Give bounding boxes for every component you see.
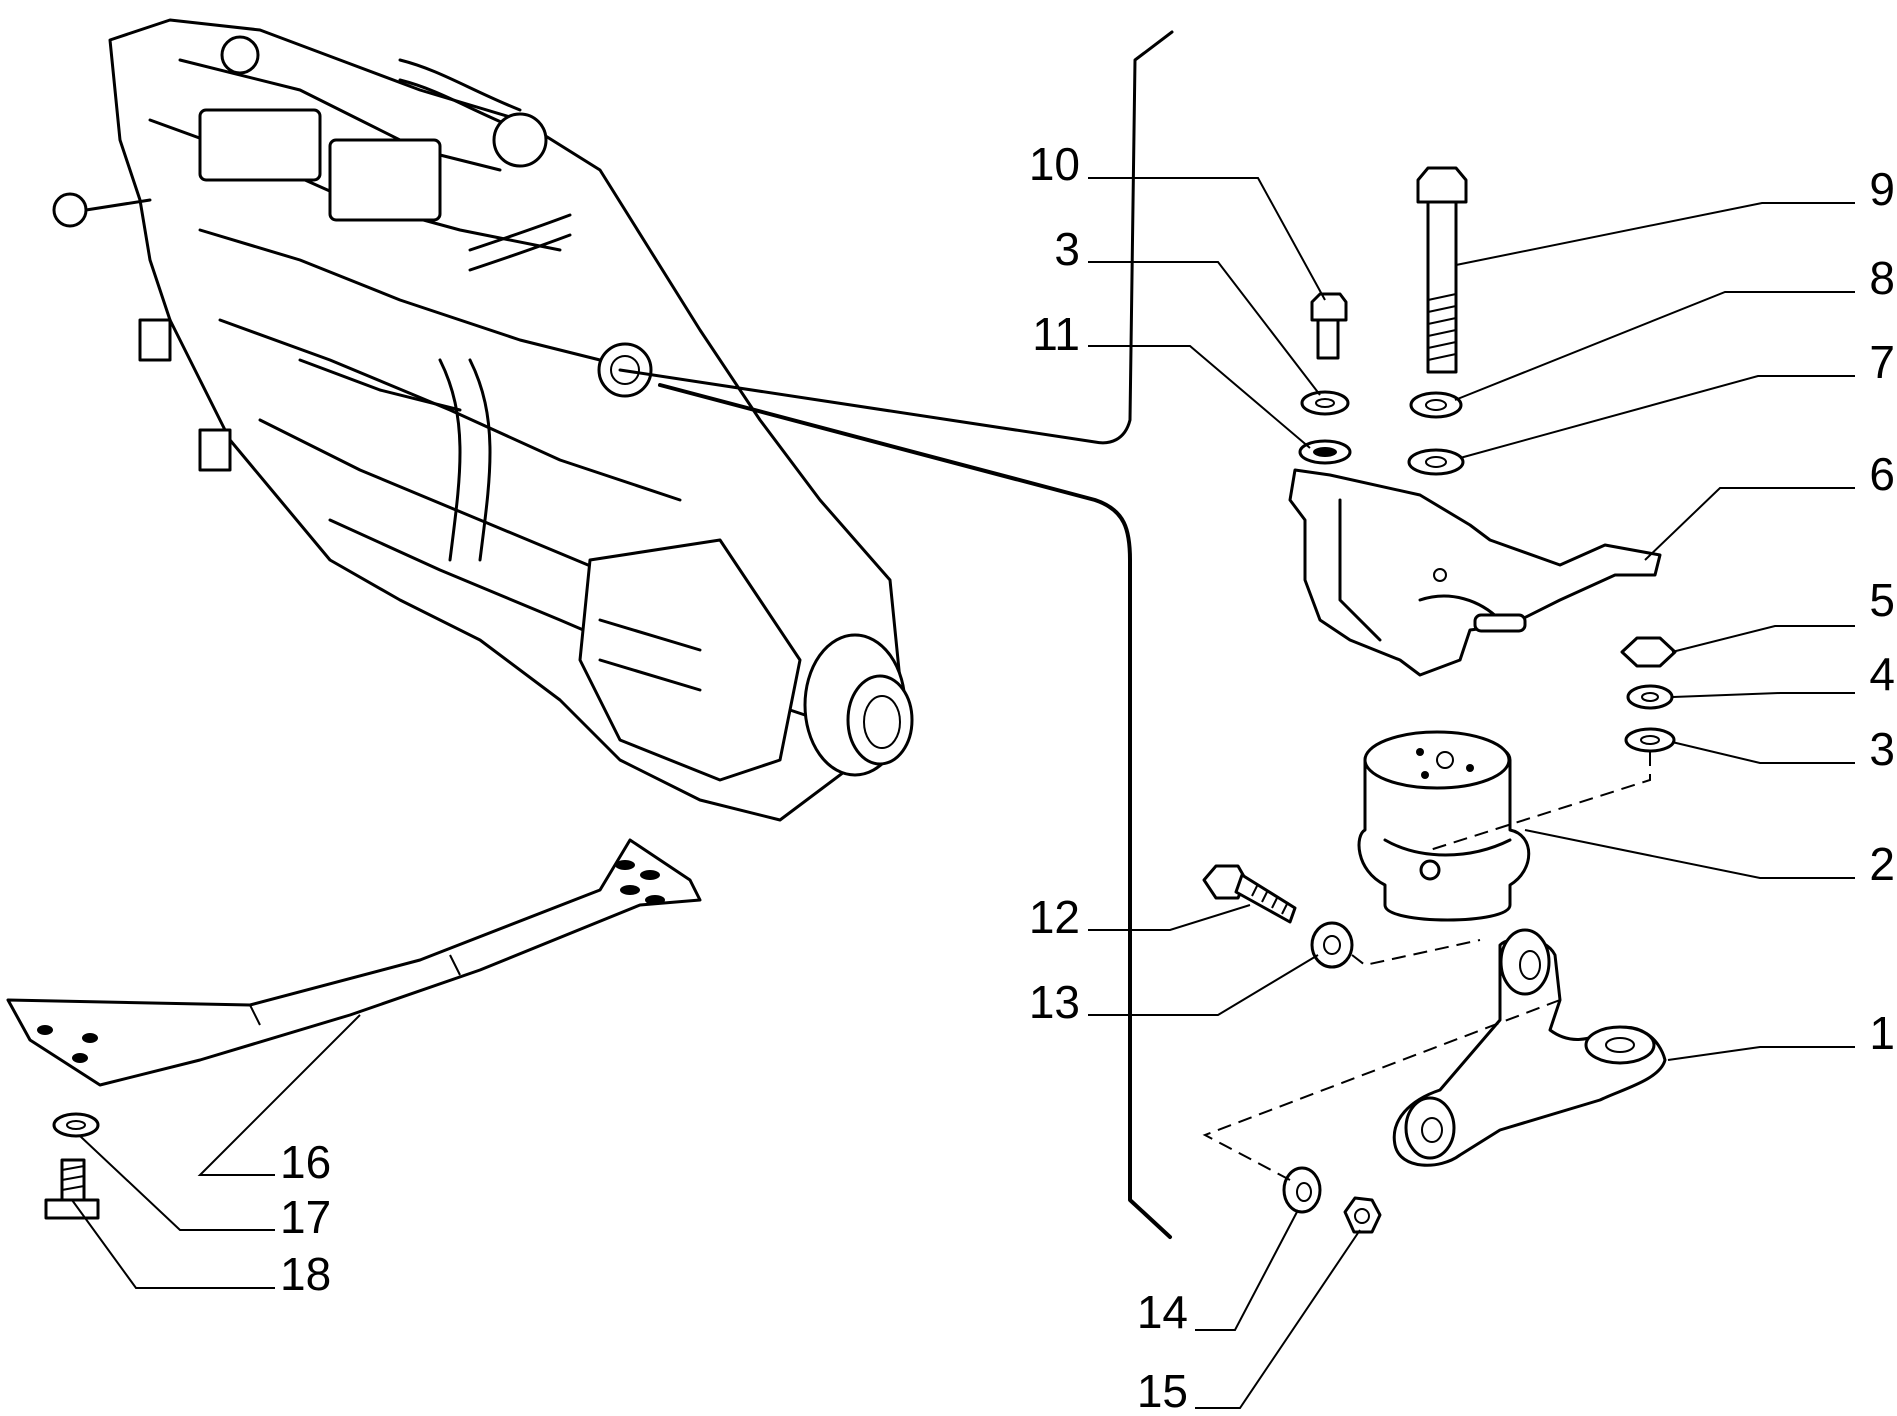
bolt-part-10 (1310, 292, 1348, 360)
callout-labels: 10 3 11 9 8 7 6 5 4 3 2 12 13 1 14 15 16… (280, 138, 1895, 1416)
callout-3-upper: 3 (1054, 223, 1080, 275)
callout-8: 8 (1869, 252, 1895, 304)
rubber-mount-part-2 (1357, 730, 1531, 922)
lock-washer-part-4 (1626, 684, 1674, 710)
bolt-part-12 (1202, 864, 1297, 924)
nut-part-15 (1343, 1196, 1382, 1234)
callout-17: 17 (280, 1191, 331, 1243)
washer-part-13 (1310, 921, 1354, 969)
washer-part-3-lower (1624, 727, 1676, 753)
callout-13: 13 (1029, 976, 1080, 1028)
callout-16: 16 (280, 1136, 331, 1188)
assembly-dashed-lines (1202, 752, 1651, 1181)
bolt-part-9 (1416, 166, 1468, 374)
support-arm-part-1 (1392, 928, 1667, 1167)
callout-leader-lines (71, 177, 1855, 1409)
callout-4: 4 (1869, 648, 1895, 700)
callout-3-lower: 3 (1869, 723, 1895, 775)
engine-gearbox-assembly (52, 18, 914, 822)
crossmember-part-16 (6, 838, 702, 1087)
callout-11: 11 (1032, 308, 1080, 360)
washer-part-7 (1407, 448, 1465, 476)
callout-1: 1 (1869, 1007, 1895, 1059)
callout-15: 15 (1137, 1365, 1188, 1411)
nut-part-5 (1620, 636, 1677, 668)
bolt-part-18 (44, 1158, 100, 1220)
callout-2: 2 (1869, 838, 1895, 890)
callout-7: 7 (1869, 336, 1895, 388)
callout-12: 12 (1029, 891, 1080, 943)
callout-18: 18 (280, 1248, 331, 1300)
washer-part-14 (1282, 1166, 1322, 1214)
bracket-part-6 (1288, 468, 1662, 677)
view-bracket-lines (618, 30, 1174, 1239)
callout-5: 5 (1869, 574, 1895, 626)
washer-part-11 (1298, 439, 1352, 465)
lock-washer-part-8 (1409, 391, 1463, 419)
callout-14: 14 (1137, 1286, 1188, 1338)
callout-6: 6 (1869, 448, 1895, 500)
washer-part-17 (52, 1112, 100, 1138)
callout-10: 10 (1029, 138, 1080, 190)
callout-9: 9 (1869, 163, 1895, 215)
lock-washer-part-3-upper (1300, 390, 1350, 416)
